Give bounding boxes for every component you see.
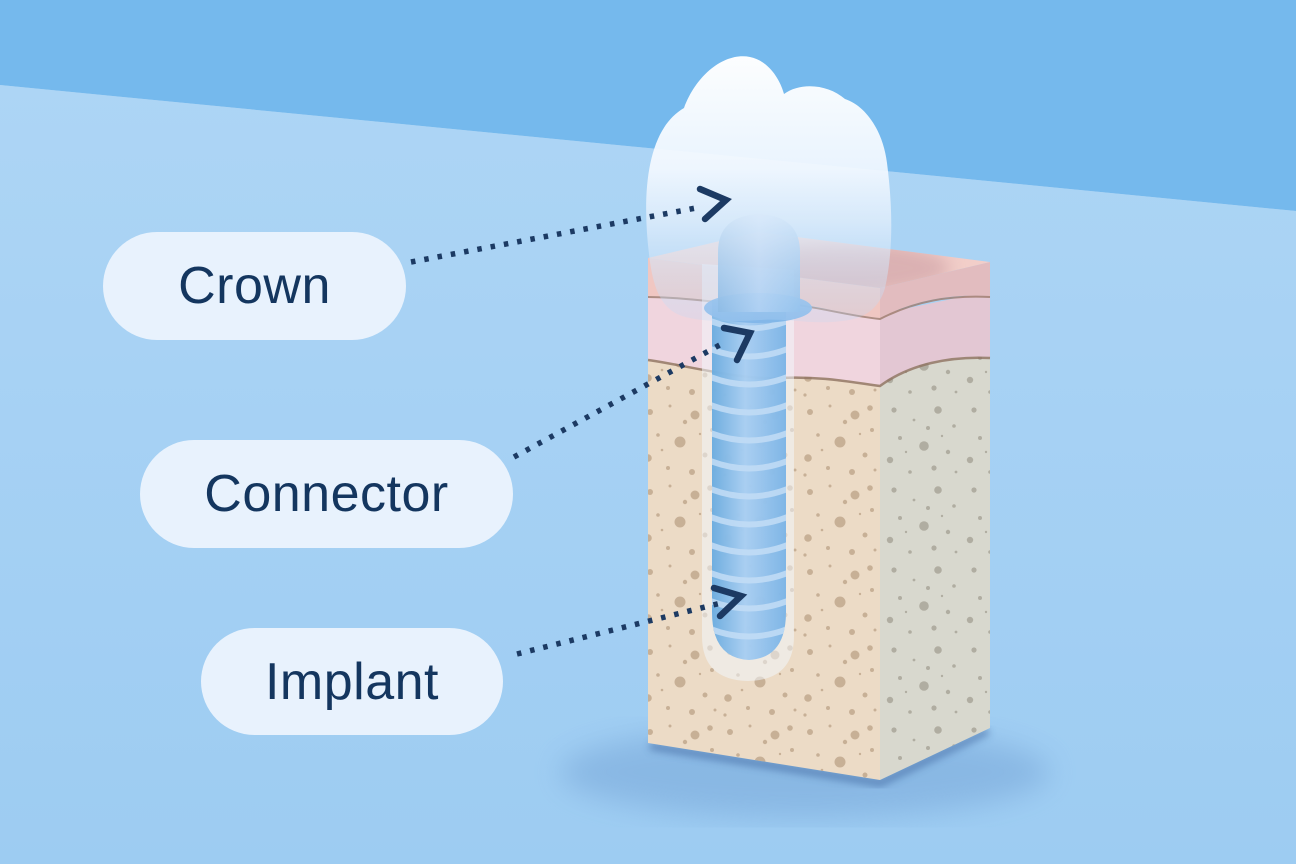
- crown-label-pill: Crown: [103, 232, 406, 340]
- gum-lower-layer-side: [880, 291, 990, 385]
- connector-label: Connector: [204, 465, 449, 523]
- implant-label-pill: Implant: [201, 628, 503, 735]
- crown-arrow: [410, 185, 732, 265]
- connector-label-pill: Connector: [140, 440, 513, 548]
- implant-label: Implant: [264, 652, 440, 711]
- callout-arrows: [410, 185, 755, 657]
- implant-arrowhead-icon: [710, 584, 748, 620]
- gum-top-layer-side: [880, 262, 990, 318]
- connector-arrow: [512, 324, 755, 460]
- background-wall: [0, 0, 1296, 211]
- connector-arrowhead-icon: [720, 324, 755, 364]
- crown-arrowhead-icon: [696, 185, 732, 223]
- crown-label: Crown: [178, 257, 331, 315]
- screw-threads: [712, 317, 786, 640]
- implant-screw: [712, 300, 786, 660]
- crown-tooth: [646, 56, 892, 323]
- implant-arrow: [516, 584, 748, 657]
